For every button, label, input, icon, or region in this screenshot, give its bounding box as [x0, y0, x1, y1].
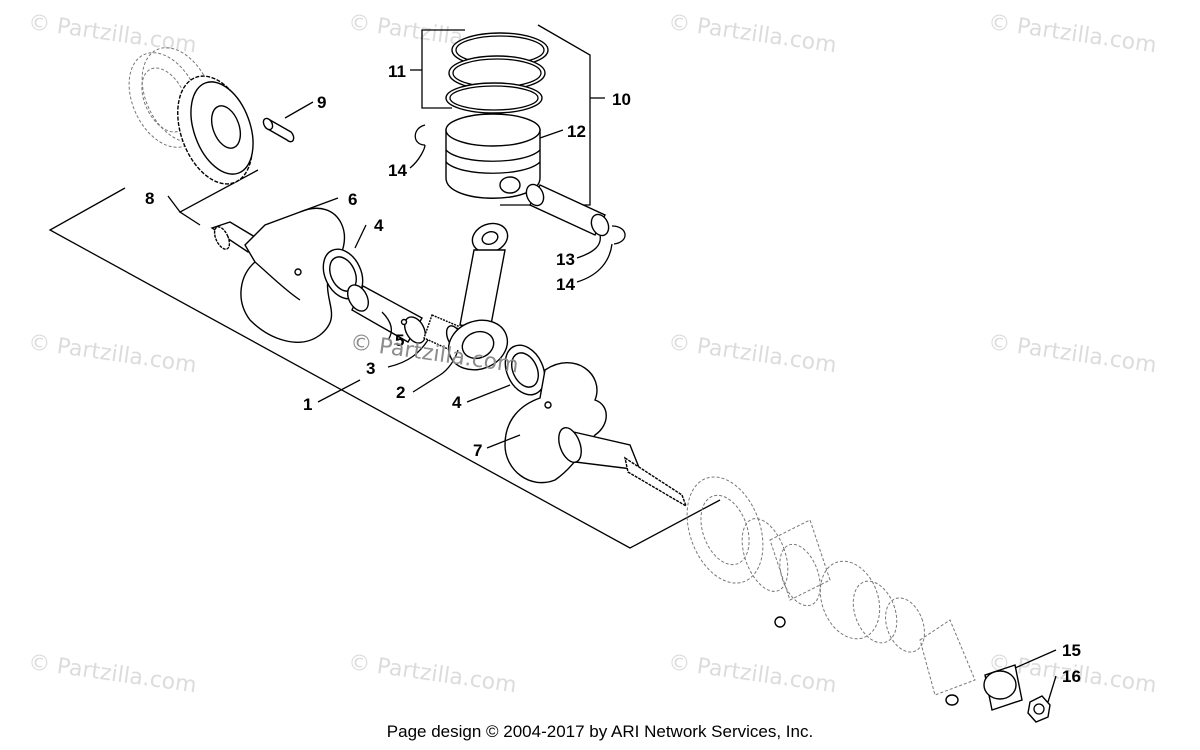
- thrust-washer-lower: [504, 344, 546, 396]
- callout-14-upper[interactable]: 14: [388, 161, 407, 180]
- callout-11[interactable]: 11: [388, 62, 406, 81]
- assembly-bracket-8: [167, 169, 259, 226]
- crank-pin: [346, 284, 427, 344]
- callout-4-upper[interactable]: 4: [374, 216, 384, 235]
- callout-6[interactable]: 6: [348, 190, 357, 209]
- crank-half-left: [210, 207, 346, 343]
- thrust-washer-upper: [322, 248, 364, 300]
- callout-10[interactable]: 10: [612, 90, 631, 109]
- crank-half-right: [504, 362, 688, 508]
- callout-1[interactable]: 1: [303, 395, 312, 414]
- page-footer: Page design © 2004-2017 by ARI Network S…: [386, 722, 814, 741]
- assembly-bracket-1: [48, 187, 721, 549]
- pin: [262, 117, 295, 143]
- callout-13[interactable]: 13: [556, 250, 575, 269]
- callout-12[interactable]: 12: [567, 122, 586, 141]
- callout-3[interactable]: 3: [366, 359, 375, 378]
- drive-gear: [177, 75, 254, 185]
- piston-pin: [525, 183, 610, 237]
- callout-16[interactable]: 16: [1062, 667, 1081, 686]
- bushing: [983, 664, 1023, 711]
- assembly-bracket-11: [410, 29, 465, 109]
- callout-5[interactable]: 5: [395, 331, 404, 350]
- nut: [1027, 695, 1051, 723]
- callout-8[interactable]: 8: [145, 189, 154, 208]
- callout-4-lower[interactable]: 4: [452, 393, 462, 412]
- callout-9[interactable]: 9: [317, 93, 326, 112]
- leader-lines: [284, 101, 1057, 703]
- callout-7[interactable]: 7: [473, 441, 482, 460]
- connecting-rod: [447, 222, 509, 371]
- piston: [445, 113, 541, 199]
- callout-2[interactable]: 2: [396, 383, 405, 402]
- callout-15[interactable]: 15: [1062, 641, 1081, 660]
- callout-14-lower[interactable]: 14: [556, 275, 575, 294]
- piston-rings: [445, 32, 549, 114]
- right-bearing-stack: [686, 476, 976, 706]
- circlip-right: [611, 225, 626, 245]
- circlip-left: [414, 124, 426, 146]
